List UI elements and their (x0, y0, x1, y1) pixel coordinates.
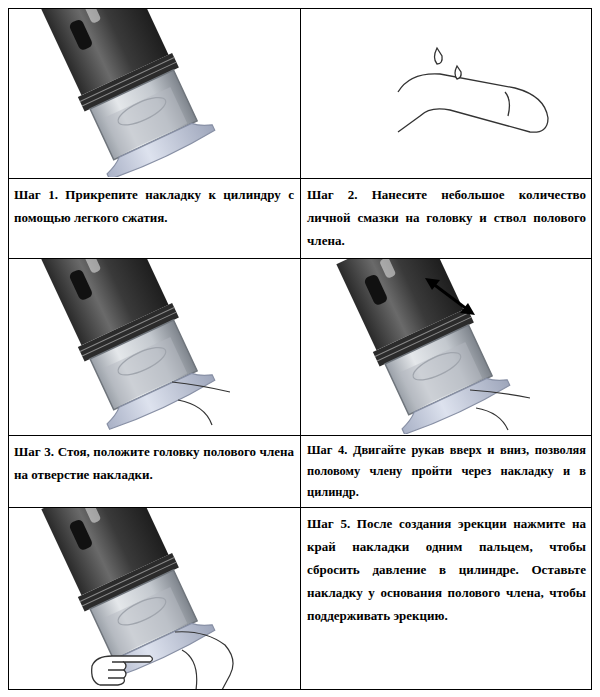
step-text: Шаг 4. Двигайте рукав вверх и вниз, позв… (307, 440, 586, 503)
organ-sketch (398, 48, 548, 132)
pump-picture (32, 9, 216, 177)
hand-icon (92, 656, 153, 685)
pump-picture (32, 508, 233, 689)
pump-picture (32, 259, 230, 432)
table-grid (8, 8, 592, 690)
step-text: Шаг 1. Прикрепите накладку к цилиндру с … (14, 183, 294, 229)
step-text: Шаг 5. После создания эрекции нажмите на… (307, 512, 586, 627)
step-text: Шаг 2. Нанесите небольшое количество лич… (307, 183, 586, 252)
step-text: Шаг 3. Стоя, положите головку полового ч… (14, 440, 294, 486)
pump-picture (327, 259, 530, 434)
